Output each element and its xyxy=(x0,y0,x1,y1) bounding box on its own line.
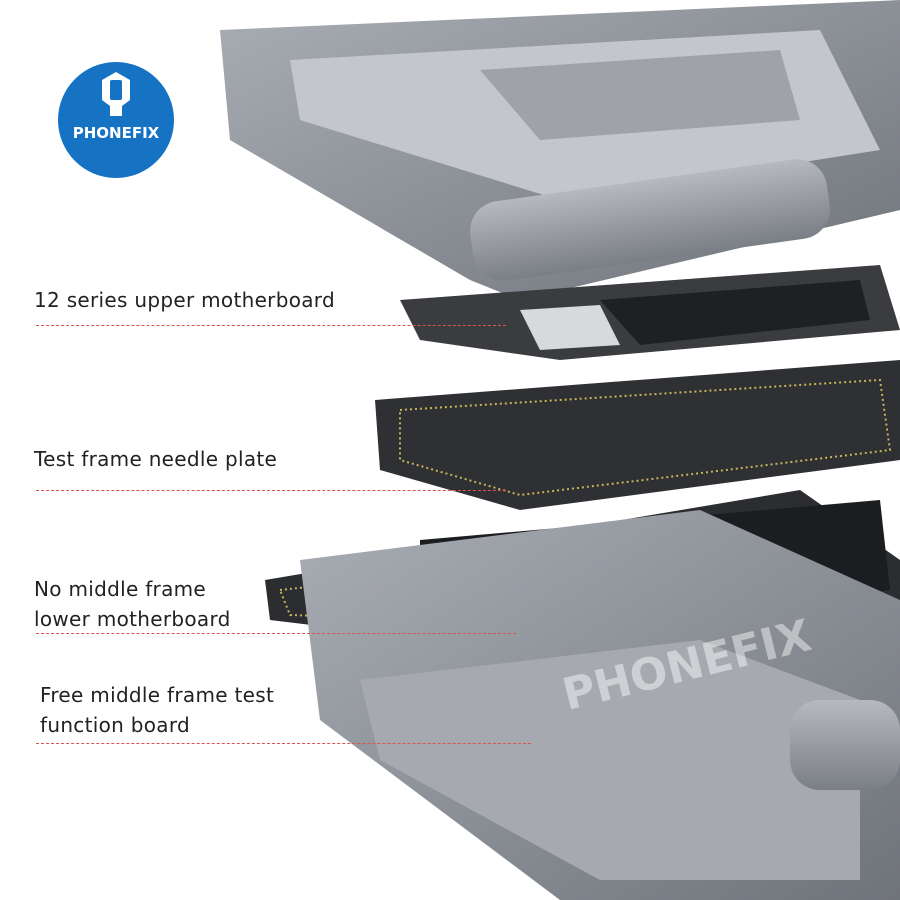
base-fixture xyxy=(300,510,900,900)
upper-motherboard xyxy=(400,265,900,360)
wrench-phone-icon xyxy=(102,72,130,116)
label-needle-plate: Test frame needle plate xyxy=(34,447,278,471)
brand-name: PHONEFIX xyxy=(72,124,160,142)
leader-line-1 xyxy=(36,325,506,326)
label-function-board-2: function board xyxy=(40,713,191,737)
leader-line-2 xyxy=(36,490,506,491)
leader-line-3 xyxy=(36,633,516,634)
label-upper-motherboard: 12 series upper motherboard xyxy=(34,288,335,312)
needle-plate xyxy=(375,360,900,510)
brand-logo: PHONEFIX xyxy=(58,62,174,178)
label-lower-motherboard-2: lower motherboard xyxy=(34,607,231,631)
label-function-board-1: Free middle frame test xyxy=(40,683,275,707)
top-fixture-frame xyxy=(220,0,900,300)
leader-line-4 xyxy=(36,743,531,744)
label-lower-motherboard-1: No middle frame xyxy=(34,577,207,601)
